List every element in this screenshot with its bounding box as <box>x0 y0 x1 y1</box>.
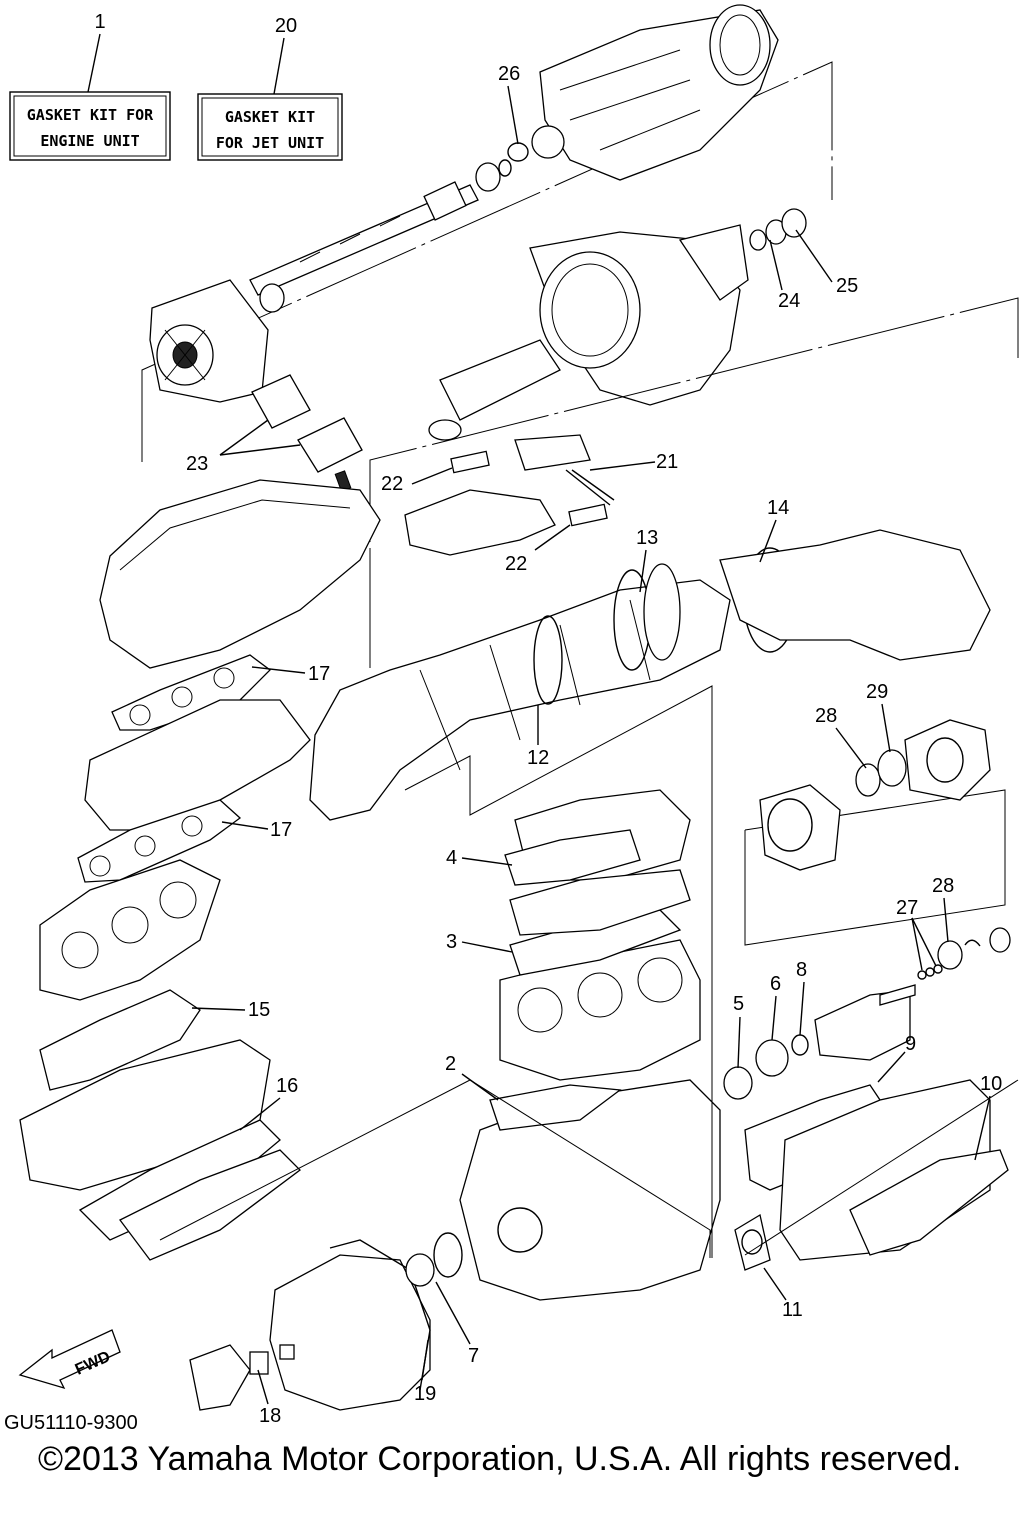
callout-4: 4 <box>446 847 457 869</box>
callout-17a: 17 <box>308 663 330 685</box>
callout-15: 15 <box>248 999 270 1021</box>
callout-8: 8 <box>796 959 807 981</box>
jet-kit-line2: FOR JET UNIT <box>216 134 324 152</box>
fwd-arrow-icon: FWD <box>18 1329 121 1390</box>
callout-27: 27 <box>896 897 918 919</box>
callouts: 26 24 25 23 21 22 22 14 13 12 17 17 28 2… <box>186 63 1002 1427</box>
callout-25: 25 <box>836 275 858 297</box>
copyright-notice: ©2013 Yamaha Motor Corporation, U.S.A. A… <box>38 1440 962 1478</box>
callout-28b: 28 <box>932 875 954 897</box>
jet-kit-line1: GASKET KIT <box>225 108 315 126</box>
callout-21: 21 <box>656 451 678 473</box>
callout-19: 19 <box>414 1383 436 1405</box>
callout-3: 3 <box>446 931 457 953</box>
callout-22b: 22 <box>505 553 527 575</box>
callout-14: 14 <box>767 497 789 519</box>
callout-5: 5 <box>733 993 744 1015</box>
callout-23: 23 <box>186 453 208 475</box>
jet-kit-label: GASKET KIT FOR JET UNIT <box>197 93 343 161</box>
callout-6: 6 <box>770 973 781 995</box>
callout-10: 10 <box>980 1073 1002 1095</box>
diagram-code: GU51110-9300 <box>4 1412 138 1434</box>
callout-22a: 22 <box>381 473 403 495</box>
callout-12: 12 <box>527 747 549 769</box>
callout-18: 18 <box>259 1405 281 1427</box>
callout-26: 26 <box>498 63 520 85</box>
callout-20: 20 <box>275 15 297 37</box>
jet-pump-group <box>141 4 1019 668</box>
engine-kit-line2: ENGINE UNIT <box>40 132 139 150</box>
callout-13: 13 <box>636 527 658 549</box>
callout-16: 16 <box>276 1075 298 1097</box>
callout-24: 24 <box>778 290 800 312</box>
engine-kit-line1: GASKET KIT FOR <box>27 106 154 124</box>
callout-2: 2 <box>445 1053 456 1075</box>
engine-group <box>19 479 1019 1411</box>
callout-1: 1 <box>94 11 105 33</box>
callout-28a: 28 <box>815 705 837 727</box>
callout-7: 7 <box>468 1345 479 1367</box>
callout-11: 11 <box>782 1299 803 1321</box>
callout-29: 29 <box>866 681 888 703</box>
callout-9: 9 <box>905 1033 916 1055</box>
callout-17b: 17 <box>270 819 292 841</box>
engine-kit-label: GASKET KIT FOR ENGINE UNIT <box>9 91 171 161</box>
